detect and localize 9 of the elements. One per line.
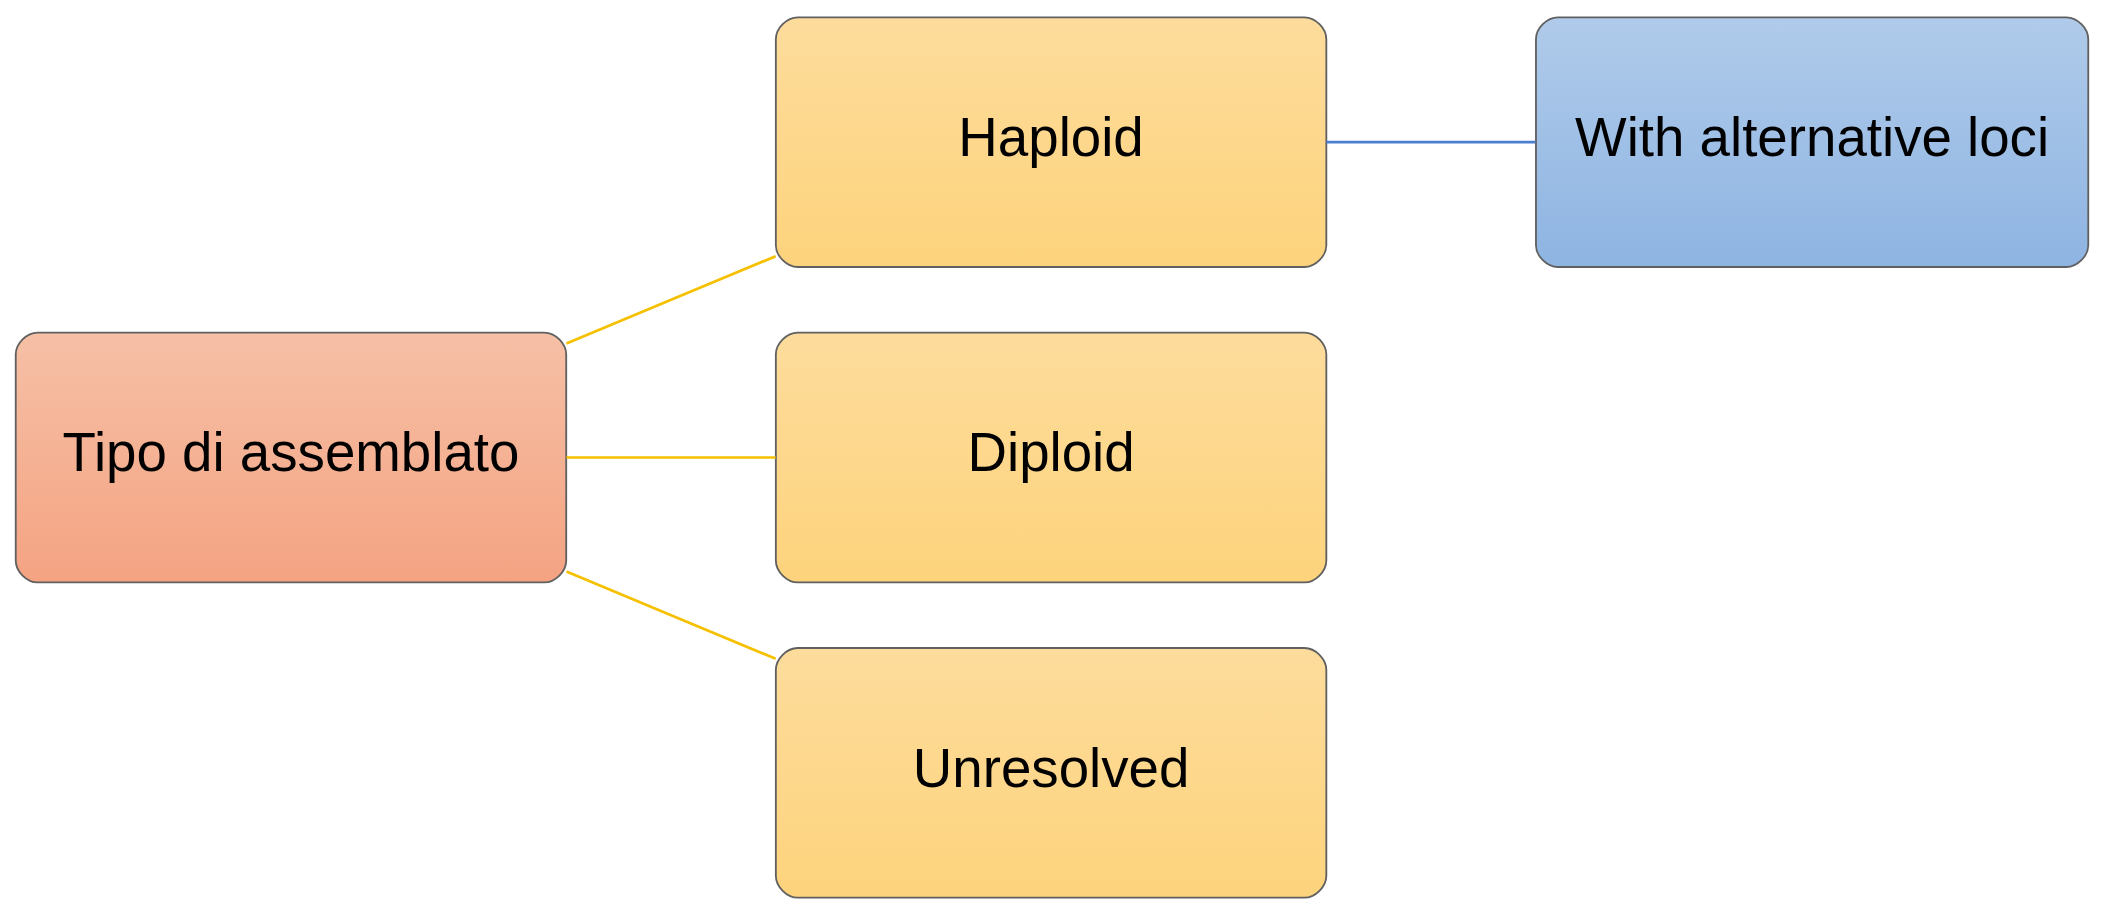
connector bbox=[1326, 140, 1536, 144]
node-box: Diploid bbox=[774, 331, 1328, 584]
node-box: Haploid bbox=[774, 16, 1328, 268]
connector bbox=[565, 254, 777, 345]
connector bbox=[566, 456, 776, 459]
node-box: Tipo di assemblato bbox=[14, 331, 568, 584]
node-box: Unresolved bbox=[774, 647, 1328, 899]
node-box: With alternative loci bbox=[1535, 16, 2090, 268]
connector bbox=[565, 570, 777, 661]
